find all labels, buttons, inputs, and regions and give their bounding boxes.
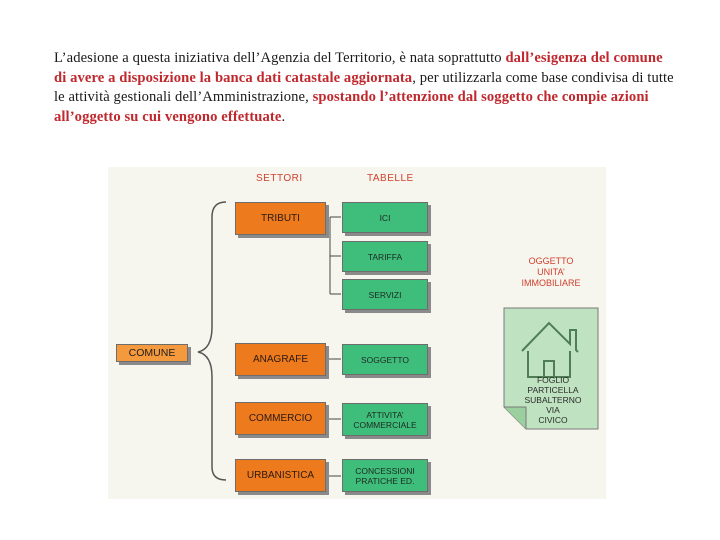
tabella-attivita-commerciale: ATTIVITA’ COMMERCIALE [342, 403, 428, 436]
tabella-ici: ICI [342, 202, 428, 233]
house-line-foglio: FOGLIO [536, 375, 570, 385]
house-line-civico: CIVICO [538, 415, 568, 425]
settore-urbanistica: URBANISTICA [235, 459, 326, 492]
house-line-via: VIA [546, 405, 560, 415]
paragraph-highlight-2: spostando l’attenzione dal soggetto che … [54, 89, 649, 125]
comune-box: COMUNE [116, 344, 188, 362]
settore-commercio: COMMERCIO [235, 402, 326, 435]
header-settori: SETTORI [256, 173, 303, 184]
house-line-particella: PARTICELLA [527, 385, 579, 395]
oggetto-line-3: IMMOBILIARE [521, 278, 581, 288]
oggetto-line-1: OGGETTO [528, 256, 574, 266]
oggetto-line-2: UNITA’ [537, 267, 565, 277]
oggetto-label: OGGETTO UNITA’ IMMOBILIARE [504, 256, 598, 289]
tabella-servizi: SERVIZI [342, 279, 428, 310]
paragraph-text-3: . [281, 108, 286, 125]
paragraph-text-1: L’adesione a questa iniziativa dell’Agen… [54, 50, 506, 66]
settore-tributi: TRIBUTI [235, 202, 326, 235]
paragraph-highlight-1: dall’esigenza del comune di avere a disp… [54, 50, 663, 86]
settore-anagrafe: ANAGRAFE [235, 343, 326, 376]
tabella-concessioni: CONCESSIONI PRATICHE ED. [342, 459, 428, 492]
house-icon [503, 307, 599, 430]
house-attributes: FOGLIO PARTICELLA SUBALTERNO VIA CIVICO [506, 375, 600, 425]
brace [197, 201, 227, 481]
intro-paragraph: L’adesione a questa iniziativa dell’Agen… [54, 49, 674, 127]
house-line-subalterno: SUBALTERNO [524, 395, 582, 405]
header-tabelle: TABELLE [367, 173, 414, 184]
diagram-panel: SETTORI TABELLE COMUNE TRIBUTI ANAGRAFE … [108, 167, 606, 499]
tabella-tariffa: TARIFFA [342, 241, 428, 272]
tabella-soggetto: SOGGETTO [342, 344, 428, 375]
paragraph-text-2: , per utilizzarla come base condivisa di… [54, 69, 674, 106]
